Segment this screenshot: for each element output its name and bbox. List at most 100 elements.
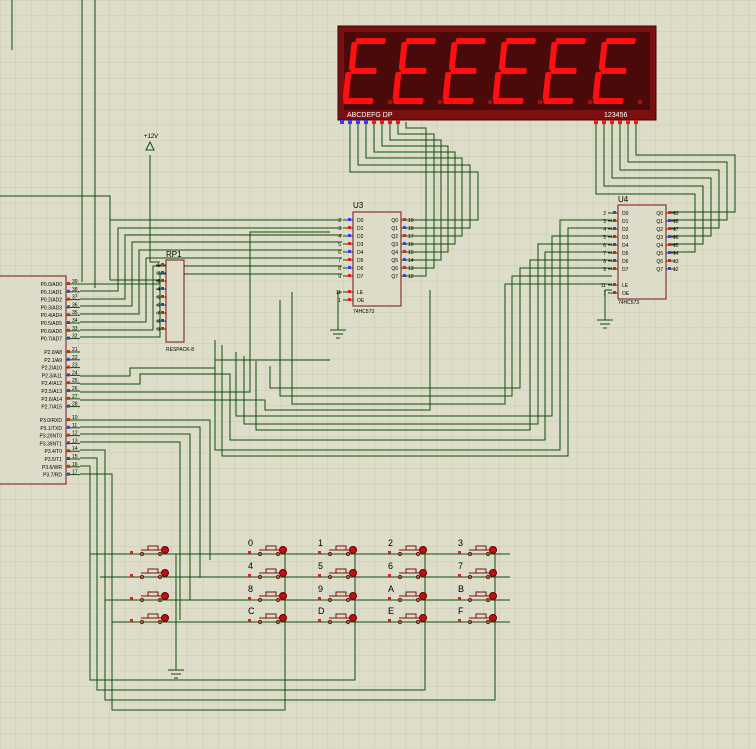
pin-number: 17 (673, 227, 679, 233)
key-label: 1 (318, 538, 323, 548)
pin-marker (318, 619, 321, 622)
pin-number: 35 (72, 310, 78, 316)
wire (80, 251, 612, 441)
key-label: E (388, 606, 394, 616)
wire (255, 259, 612, 431)
pin-number: 33 (72, 326, 78, 332)
ground-icon (168, 669, 184, 679)
pin-marker (613, 251, 616, 254)
pin-marker (403, 258, 406, 261)
key-label: 7 (458, 561, 463, 571)
segment (550, 68, 577, 74)
pin-name: OE (622, 291, 630, 297)
wire (279, 275, 612, 397)
wire (381, 122, 449, 253)
pin-marker (67, 350, 70, 353)
key-label: A (388, 584, 394, 594)
pin-number: 13 (408, 266, 414, 272)
wire-layer (0, 0, 736, 711)
button-actuator (489, 614, 497, 622)
segment (448, 42, 458, 70)
pin-name: P3.5/T1 (44, 457, 62, 463)
pin-marker (248, 551, 251, 554)
pin-number: 4 (157, 287, 160, 293)
wire (397, 122, 435, 269)
pin-name: D6 (622, 259, 629, 265)
button-actuator (279, 546, 287, 554)
pin-number: 1 (338, 298, 341, 304)
pin-marker (130, 597, 133, 600)
pin-number: 16 (408, 242, 414, 248)
segment (392, 72, 402, 100)
pin-number: 14 (72, 446, 78, 452)
pin-name: Q4 (656, 243, 663, 249)
wire (80, 473, 286, 711)
push-button (248, 568, 288, 580)
pin-number: 12 (408, 274, 414, 280)
pin-number: 6 (157, 303, 160, 309)
pin (634, 120, 638, 124)
segment (355, 38, 386, 44)
decimal-point (437, 99, 443, 105)
pin-number: 26 (72, 386, 78, 392)
pin (610, 120, 614, 124)
decimal-point (587, 99, 593, 105)
pin-name: P3.2/INT0 (39, 434, 62, 440)
push-button (458, 613, 498, 625)
pin-marker (348, 226, 351, 229)
pin-number: 21 (72, 347, 78, 353)
pin-name: Q5 (391, 258, 398, 264)
ground-icon (330, 329, 346, 339)
pin-name: D3 (622, 235, 629, 241)
pin-number: 12 (673, 267, 679, 273)
pin-marker (348, 290, 351, 293)
segment (348, 42, 358, 70)
pin-number: 27 (72, 394, 78, 400)
wire (611, 122, 712, 237)
pin-marker (458, 619, 461, 622)
pin-marker (388, 574, 391, 577)
pin-marker (613, 219, 616, 222)
wire (402, 122, 427, 277)
pin-number: 10 (72, 415, 78, 421)
pin-marker (67, 389, 70, 392)
button-actuator (161, 546, 169, 554)
pin-name: Q0 (656, 211, 663, 217)
pin-number: 22 (72, 355, 78, 361)
pin-number: 2 (338, 218, 341, 224)
pin-name: P3.4/T0 (44, 449, 62, 455)
pin-name: P0.6/AD6 (41, 329, 63, 335)
button-actuator (161, 592, 169, 600)
pin-marker (403, 242, 406, 245)
wire (80, 419, 211, 560)
key-label: F (458, 606, 464, 616)
power-terminal: +12V (144, 134, 158, 151)
pin-marker (248, 597, 251, 600)
segment (400, 68, 427, 74)
pin-marker (613, 259, 616, 262)
pin-number: 4 (603, 227, 606, 233)
pin-number: 8 (603, 259, 606, 265)
wire (80, 441, 181, 620)
u4-ref: U4 (618, 195, 629, 204)
pin-marker (67, 418, 70, 421)
pin-name: OE (357, 298, 365, 304)
pin-marker (348, 258, 351, 261)
segment (405, 38, 436, 44)
pin-marker (67, 313, 70, 317)
segment (393, 98, 424, 104)
digit-2: E (392, 38, 443, 105)
pin-number: 5 (603, 235, 606, 241)
pin-name: P0.3/AD3 (41, 305, 63, 311)
button-actuator (349, 569, 357, 577)
decimal-point (487, 99, 493, 105)
pin-marker (613, 283, 616, 286)
pin-marker (613, 267, 616, 270)
pin-marker (67, 289, 70, 293)
wire (80, 290, 431, 411)
pin-marker (130, 551, 133, 554)
pin (396, 120, 400, 124)
pin-number: 24 (72, 370, 78, 376)
pin-marker (67, 373, 70, 377)
